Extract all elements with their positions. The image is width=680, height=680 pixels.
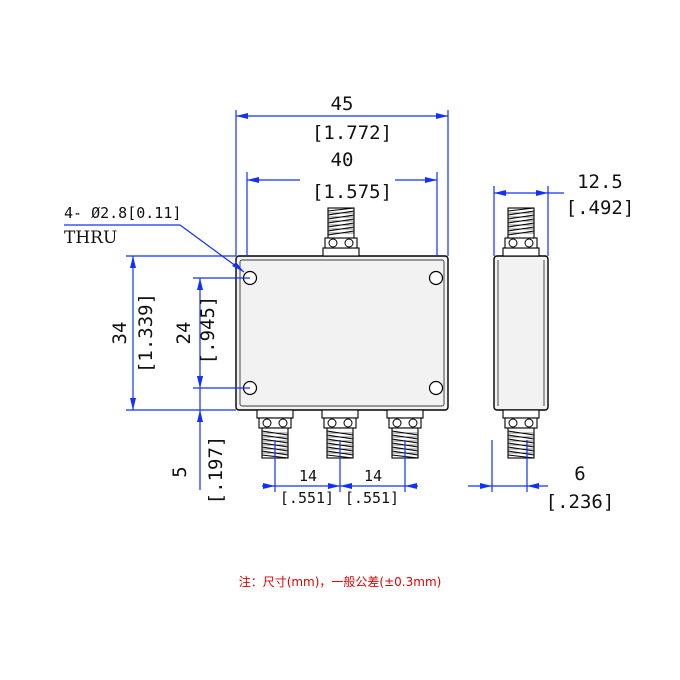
hole-callout-thru: THRU (64, 228, 117, 248)
side-view (493, 207, 549, 459)
mounting-hole (428, 270, 444, 286)
width-mm-label: 34 (109, 322, 131, 345)
connector-offset-in-label: [.236] (546, 491, 615, 513)
side-body (493, 255, 549, 411)
splitter-body (235, 255, 449, 411)
dimension-labels: 45 [1.772] 40 [1.575] 12.5 [.492] 34 [1.… (64, 93, 634, 589)
hole-callout-size: 4- Ø2.8[0.11] (64, 204, 181, 222)
tolerance-note: 注：尺寸(mm)，一般公差(±0.3mm) (239, 574, 442, 589)
hole-spacing-x-mm-label: 40 (331, 149, 354, 171)
depth-mm-label: 12.5 (577, 171, 623, 193)
length-in-label: [1.772] (312, 122, 392, 144)
port-pitch-1-in-label: [.551] (280, 489, 334, 507)
front-view (235, 207, 449, 459)
length-mm-label: 45 (331, 93, 354, 115)
port-pitch-2-in-label: [.551] (345, 489, 399, 507)
hole-spacing-x-in-label: [1.575] (312, 181, 392, 203)
dimension-lines (64, 110, 564, 492)
edge-offset-mm-label: 5 (169, 466, 191, 477)
hole-spacing-y-in-label: [.945] (197, 296, 219, 365)
depth-in-label: [.492] (566, 197, 635, 219)
side-bottom-connector (502, 409, 540, 459)
connector-offset-mm-label: 6 (574, 463, 585, 485)
side-top-connector (502, 207, 540, 257)
width-in-label: [1.339] (135, 293, 157, 373)
port-pitch-1-mm-label: 14 (299, 467, 317, 485)
edge-offset-in-label: [.197] (205, 436, 227, 505)
input-connector (322, 207, 360, 257)
mounting-hole (428, 380, 444, 396)
port-pitch-2-mm-label: 14 (364, 467, 382, 485)
hole-spacing-y-mm-label: 24 (173, 322, 195, 345)
